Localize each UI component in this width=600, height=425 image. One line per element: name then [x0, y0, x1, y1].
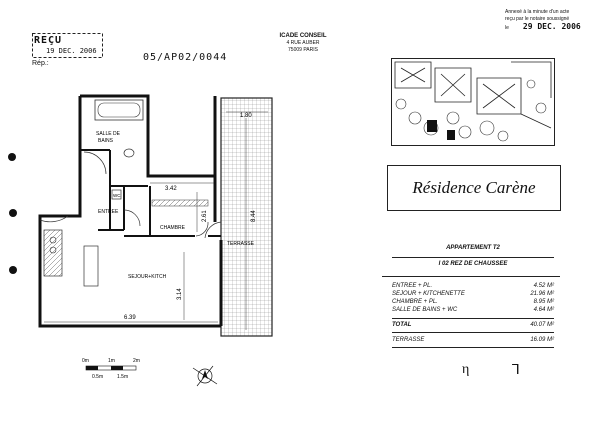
floor-label: I 02 REZ DE CHAUSSEE — [438, 261, 508, 267]
room-label-chambre: CHAMBRE — [160, 225, 186, 231]
dim-sejour-depth: 3.14 — [177, 288, 183, 300]
recu-rep: Rép.: — [32, 60, 49, 67]
room-label-sejour: SEJOUR+KITCH — [128, 274, 167, 280]
scale-15m: 1.5m — [117, 374, 128, 380]
compass-icon — [192, 365, 218, 387]
scale-bar: 0m 1m 2m 0.5m 1.5m — [82, 358, 140, 380]
terrace-value: 16.09 M² — [530, 337, 554, 343]
divider-4 — [392, 332, 554, 333]
area-row-value: 21.96 M² — [530, 291, 554, 297]
outer-walls — [38, 94, 223, 328]
room-label-entree: ENTREE — [98, 209, 119, 215]
scale-0m: 0m — [82, 358, 89, 364]
scale-2m: 2m — [133, 358, 140, 364]
area-row-name: ENTREE + PL. — [392, 283, 433, 289]
annex-line2: reçu par le notaire soussigné — [505, 16, 570, 22]
area-row-name: SALLE DE BAINS + WC — [392, 307, 458, 313]
total-row: TOTAL 40.07 M² — [392, 322, 554, 328]
room-label-wc: WC — [113, 193, 121, 198]
floor-plan: SALLE DE BAINS WC ENTREE CHAMBRE SEJOUR+… — [38, 94, 273, 387]
area-row-value: 4.64 M² — [533, 307, 554, 313]
total-name: TOTAL — [392, 322, 412, 328]
area-row-name: CHAMBRE + PL. — [392, 299, 438, 305]
area-row-value: 8.95 M² — [533, 299, 554, 305]
annex-date: 29 DEC. 2006 — [522, 22, 581, 31]
signature-initial-a: η — [462, 362, 470, 377]
toilet-icon — [123, 148, 135, 158]
icade-stamp: ICADE CONSEIL 4 RUE AUBER 75009 PARIS — [270, 33, 336, 61]
room-label-bath-1: SALLE DE — [96, 131, 121, 137]
divider-2 — [382, 276, 560, 277]
closet — [151, 199, 209, 207]
area-row: ENTREE + PL. 4.52 M² — [392, 283, 554, 289]
scale-1m: 1m — [108, 358, 115, 364]
apartment-type: APPARTEMENT T2 — [446, 245, 500, 251]
divider-1 — [392, 257, 554, 258]
recu-date: 19 DEC. 2006 — [46, 47, 97, 55]
sink-icon — [111, 189, 122, 200]
room-label-bath-2: BAINS — [98, 138, 114, 144]
residence-title-box: Résidence Carène — [387, 165, 561, 211]
icade-line2: 4 RUE AUBER — [286, 40, 320, 46]
icade-line3: 75009 PARIS — [288, 47, 318, 53]
terrace-name: TERRASSE — [392, 337, 425, 343]
punch-hole-bottom — [9, 266, 17, 274]
bathtub — [94, 99, 144, 121]
icade-line1: ICADE CONSEIL — [279, 33, 327, 39]
recu-stamp: REÇU 19 DEC. 2006 Rép.: — [32, 33, 110, 71]
room-label-terrasse: TERRASSE — [227, 241, 255, 247]
divider-5 — [392, 347, 554, 348]
divider-3 — [392, 318, 554, 319]
area-row: SALLE DE BAINS + WC 4.64 M² — [392, 307, 554, 313]
site-plan — [391, 58, 555, 146]
punch-hole-middle — [9, 209, 17, 217]
terrace-row: TERRASSE 16.09 M² — [392, 337, 554, 343]
dim-terrace-width: 1.80 — [240, 113, 252, 119]
interior-walls — [80, 149, 221, 237]
annex-line1: Annexé à la minute d'un acte — [505, 9, 570, 15]
terrace-area — [220, 97, 273, 337]
area-row-value: 4.52 M² — [533, 283, 554, 289]
area-row: CHAMBRE + PL. 8.95 M² — [392, 299, 554, 305]
dim-terrace-length: 8.44 — [251, 210, 257, 222]
signature-initial-b: ꓶ — [512, 363, 520, 378]
scale-05m: 0.5m — [92, 374, 103, 380]
residence-title: Résidence Carène — [412, 178, 536, 197]
total-value: 40.07 M² — [530, 322, 554, 328]
punch-hole-top — [8, 153, 16, 161]
annex-prefix: le — [505, 25, 509, 31]
area-row: SEJOUR + KITCHENETTE 21.96 M² — [392, 291, 554, 297]
dim-sejour-width: 6.39 — [124, 315, 136, 321]
dim-chambre-depth: 2.61 — [202, 210, 208, 222]
annex-stamp: Annexé à la minute d'un acte reçu par le… — [505, 9, 595, 32]
area-row-name: SEJOUR + KITCHENETTE — [392, 291, 465, 297]
recu-label: REÇU — [34, 35, 63, 46]
reference-number: 05/AP02/0044 — [143, 52, 228, 63]
dim-chambre-width: 3.42 — [165, 186, 177, 192]
